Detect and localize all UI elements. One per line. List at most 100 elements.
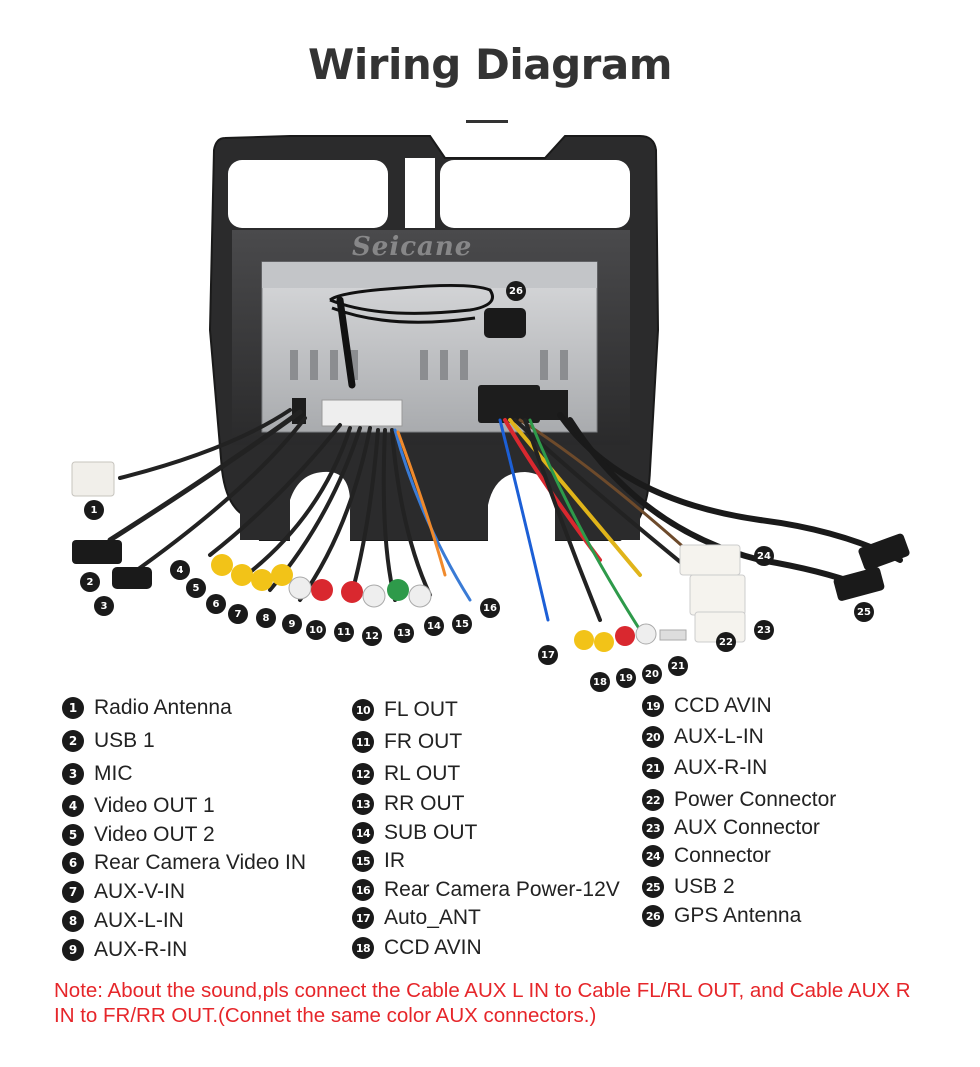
diagram-marker-18: 18 (590, 672, 610, 692)
legend-label: SUB OUT (384, 821, 478, 844)
page-title: Wiring Diagram (308, 40, 672, 89)
legend-label: CCD AVIN (384, 936, 482, 959)
legend-number-badge: 7 (62, 881, 84, 903)
legend-label: Connector (674, 844, 771, 867)
diagram-marker-23: 23 (754, 620, 774, 640)
diagram-marker-17: 17 (538, 645, 558, 665)
legend-number-badge: 9 (62, 939, 84, 961)
legend-number-badge: 13 (352, 793, 374, 815)
legend-label: AUX Connector (674, 816, 820, 839)
legend-label: AUX-R-IN (674, 756, 768, 779)
diagram-marker-13: 13 (394, 623, 414, 643)
legend-number-badge: 11 (352, 731, 374, 753)
diagram-marker-5: 5 (186, 578, 206, 598)
legend-label: AUX-L-IN (674, 725, 764, 748)
title-underline (466, 120, 508, 123)
diagram-marker-22: 22 (716, 632, 736, 652)
legend-label: Power Connector (674, 788, 837, 811)
diagram-marker-26: 26 (506, 281, 526, 301)
diagram-marker-21: 21 (668, 656, 688, 676)
legend-number-badge: 3 (62, 763, 84, 785)
legend-label: AUX-R-IN (94, 938, 188, 961)
legend-item-22: 22 Power Connector (642, 788, 836, 812)
diagram-marker-3: 3 (94, 596, 114, 616)
legend-item-19: 19 CCD AVIN (642, 694, 772, 718)
diagram-marker-1: 1 (84, 500, 104, 520)
legend-number-badge: 17 (352, 907, 374, 929)
legend-number-badge: 20 (642, 726, 664, 748)
diagram-marker-9: 9 (282, 614, 302, 634)
legend-item-24: 24 Connector (642, 844, 771, 868)
legend-number-badge: 5 (62, 824, 84, 846)
legend-label: GPS Antenna (674, 904, 802, 927)
note-text: Note: About the sound,pls connect the Ca… (54, 979, 911, 1027)
legend-label: IR (384, 849, 405, 872)
legend-item-18: 18 CCD AVIN (352, 936, 482, 960)
legend-number-badge: 25 (642, 876, 664, 898)
legend-item-11: 11 FR OUT (352, 730, 462, 754)
legend-label: USB 1 (94, 729, 155, 752)
legend-label: FL OUT (384, 698, 458, 721)
legend-label: AUX-V-IN (94, 880, 186, 903)
diagram-marker-8: 8 (256, 608, 276, 628)
legend-item-8: 8 AUX-L-IN (62, 909, 184, 933)
usb2-plugs (833, 533, 910, 601)
legend-number-badge: 15 (352, 850, 374, 872)
legend-number-badge: 23 (642, 817, 664, 839)
usb1-plug (72, 540, 122, 564)
legend-label: RR OUT (384, 792, 465, 815)
legend-item-3: 3 MIC (62, 762, 133, 786)
legend-item-21: 21 AUX-R-IN (642, 756, 767, 780)
diagram-marker-14: 14 (424, 616, 444, 636)
diagram-marker-20: 20 (642, 664, 662, 684)
legend-item-12: 12 RL OUT (352, 762, 460, 786)
legend-number-badge: 18 (352, 937, 374, 959)
legend-label: MIC (94, 762, 133, 785)
diagram-marker-24: 24 (754, 546, 774, 566)
legend-label: CCD AVIN (674, 694, 772, 717)
mic-plug (112, 567, 152, 589)
legend-item-20: 20 AUX-L-IN (642, 725, 764, 749)
head-unit (232, 230, 630, 445)
diagram-marker-7: 7 (228, 604, 248, 624)
legend-number-badge: 24 (642, 845, 664, 867)
legend-label: AUX-L-IN (94, 909, 184, 932)
legend-item-16: 16 Rear Camera Power-12V (352, 878, 620, 902)
radio-antenna-rod (336, 296, 356, 389)
legend-label: RL OUT (384, 762, 461, 785)
rca-plugs-right (574, 623, 687, 652)
legend-number-badge: 19 (642, 695, 664, 717)
diagram-marker-19: 19 (616, 668, 636, 688)
legend-item-17: 17 Auto_ANT (352, 906, 481, 930)
legend-number-badge: 16 (352, 879, 374, 901)
diagram-marker-15: 15 (452, 614, 472, 634)
diagram-marker-16: 16 (480, 598, 500, 618)
legend-number-badge: 2 (62, 730, 84, 752)
legend-number-badge: 6 (62, 852, 84, 874)
legend-label: FR OUT (384, 730, 463, 753)
brand-watermark: Seicane (352, 232, 473, 262)
diagram-marker-2: 2 (80, 572, 100, 592)
legend-item-9: 9 AUX-R-IN (62, 938, 187, 962)
diagram-marker-11: 11 (334, 622, 354, 642)
legend-label: Rear Camera Video IN (94, 851, 307, 874)
radio-antenna-plug (71, 461, 115, 497)
legend-number-badge: 21 (642, 757, 664, 779)
rca-plugs-left (211, 554, 432, 608)
gps-antenna (329, 283, 526, 338)
legend-number-badge: 8 (62, 910, 84, 932)
legend-label: Video OUT 1 (94, 794, 215, 817)
legend-item-15: 15 IR (352, 849, 405, 873)
legend-label: Auto_ANT (384, 906, 481, 929)
legend-number-badge: 1 (62, 697, 84, 719)
legend-label: Rear Camera Power-12V (384, 878, 620, 901)
legend-number-badge: 22 (642, 789, 664, 811)
diagram-marker-4: 4 (170, 560, 190, 580)
legend-number-badge: 12 (352, 763, 374, 785)
